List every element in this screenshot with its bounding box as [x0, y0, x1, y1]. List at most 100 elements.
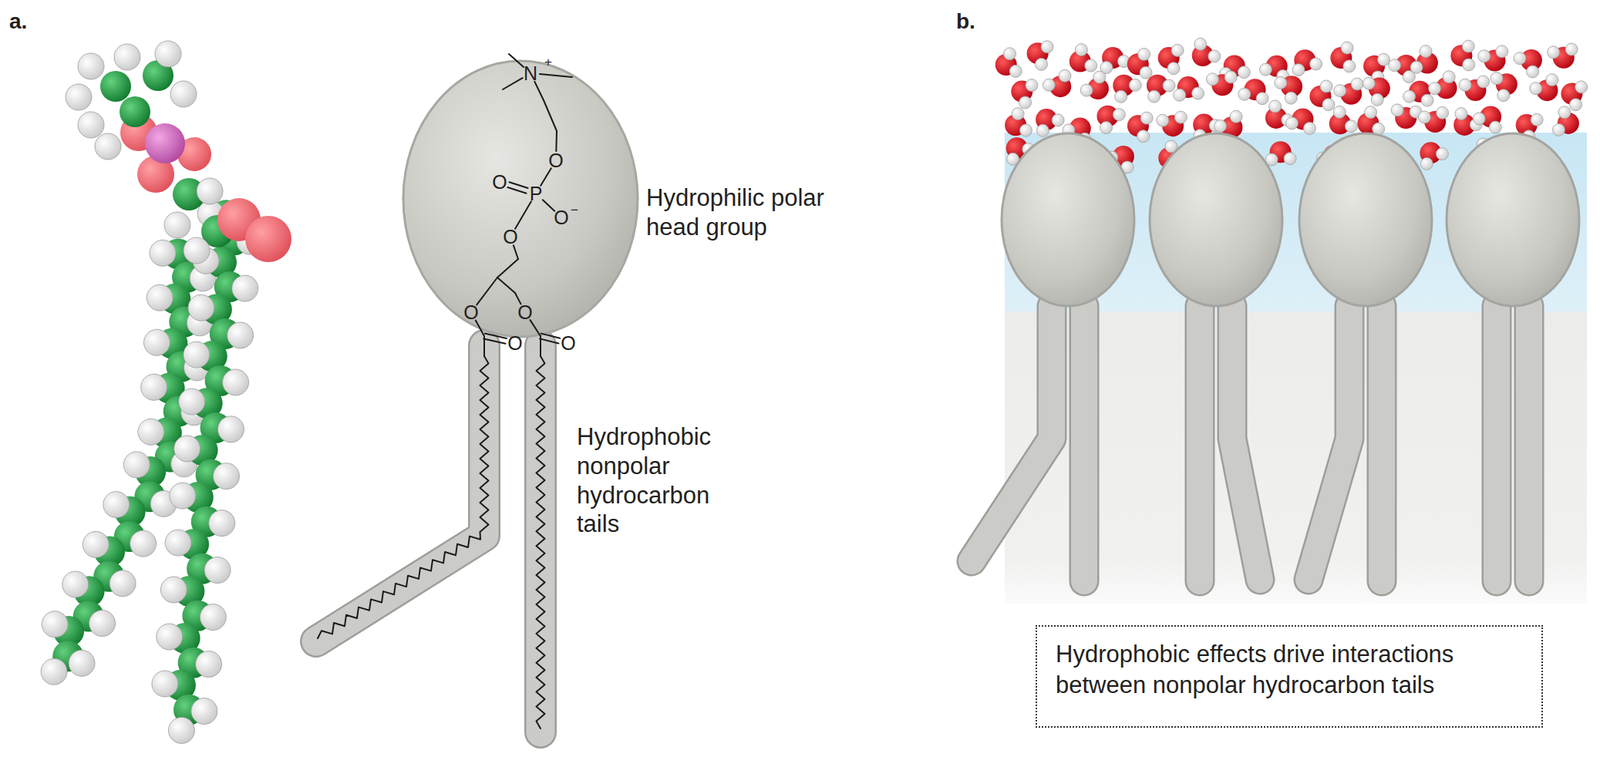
water-molecule: [1238, 78, 1269, 105]
panel-label: b.: [956, 9, 976, 34]
hydrogen-atom: [1148, 90, 1161, 103]
carbon-atom: [100, 70, 132, 102]
annotation-text: Hydrophobic nonpolar hydrocarbon tails: [576, 422, 739, 539]
hydrogen-atom: [1419, 45, 1432, 58]
hydrogen-atom: [1320, 80, 1333, 93]
tail-outline: [524, 345, 557, 733]
hydrogen-atom: [1350, 77, 1364, 91]
hydrogen-atom: [191, 698, 218, 725]
hydrogen-atom: [1080, 84, 1093, 97]
hydrogen-atom: [141, 373, 168, 401]
hydrogen-atom: [1513, 52, 1526, 65]
tail-outline: [316, 345, 485, 642]
hydrogen-atom: [1009, 64, 1022, 78]
hydrogen-atom: [1114, 90, 1128, 103]
hydrogen-atom: [174, 435, 201, 462]
hydrogen-atom: [149, 239, 176, 267]
lipid-tails: [316, 345, 541, 733]
water-molecule: [1419, 141, 1449, 170]
hydrogen-atom: [204, 557, 231, 584]
hydrogen-atom: [1497, 89, 1510, 102]
hydrogen-atom: [1025, 79, 1038, 92]
hydrogen-atom: [1310, 57, 1323, 71]
water-molecule: [1391, 104, 1422, 129]
hydrogen-atom: [1162, 79, 1176, 92]
hydrogen-atom: [1436, 106, 1449, 119]
hydrogen-atom: [1472, 112, 1486, 125]
hydrogen-atom: [1333, 84, 1347, 98]
hydrogen-atom: [165, 529, 192, 556]
water-molecule: [1428, 70, 1458, 100]
water-molecule: [1547, 43, 1579, 69]
hydrocarbon-tail: [1515, 306, 1543, 582]
hydrogen-atom: [183, 237, 210, 264]
hydrocarbon-tail: [1232, 306, 1260, 580]
hydrogen-atom: [1238, 87, 1251, 101]
oxygen-atom: [245, 215, 292, 263]
hydrogen-atom: [1138, 47, 1151, 61]
hydrogen-atom: [1128, 78, 1142, 91]
hydrogen-atom: [156, 623, 183, 651]
hydrogen-atom: [170, 80, 197, 108]
water-molecule: [1458, 75, 1489, 102]
water-molecule: [1156, 111, 1188, 137]
hydrogen-atom: [195, 651, 223, 678]
space-filling-model: [40, 40, 292, 744]
hydrogen-atom: [1140, 111, 1153, 125]
hydrogen-atom: [138, 418, 165, 445]
hydrogen-atom: [1229, 110, 1243, 123]
hydrogen-atom: [151, 670, 179, 698]
hydrogen-atom: [1403, 90, 1416, 103]
water-molecule: [1035, 108, 1065, 137]
hydrogen-atom: [123, 451, 150, 479]
water-molecule: [1357, 106, 1385, 136]
bond-line: [515, 201, 532, 229]
tail-outline: [1308, 306, 1350, 580]
double-bond-line: [508, 181, 528, 189]
tail-outline: [1069, 306, 1100, 582]
atom-symbol: O: [560, 333, 576, 354]
hydrogen-atom: [208, 510, 236, 537]
hydrogen-atom: [196, 178, 223, 205]
hydrogen-atom: [1040, 40, 1054, 54]
hydrogen-atom: [1269, 100, 1282, 113]
hydrogen-atom: [1477, 75, 1490, 88]
hydrogen-atom: [77, 53, 105, 80]
water-molecule: [1080, 70, 1109, 100]
water-molecule: [1285, 107, 1316, 135]
water-molecule: [1042, 69, 1072, 98]
bond-line: [530, 320, 541, 337]
water-molecule: [1127, 111, 1153, 142]
hydrogen-atom: [41, 611, 68, 638]
hydrogen-atom: [1174, 111, 1187, 124]
double-bond-line: [483, 338, 506, 344]
hydrogen-atom: [1428, 82, 1442, 95]
water-molecule: [1403, 80, 1434, 107]
hydrocarbon-tail: [1368, 306, 1395, 582]
water-molecule: [1450, 40, 1475, 71]
hydrogen-atom: [1495, 45, 1509, 58]
bond-line: [542, 199, 556, 212]
water-molecule: [1410, 45, 1439, 75]
hydrogen-atom: [1388, 59, 1402, 72]
panel-label: a.: [9, 9, 27, 34]
head-group: [1299, 133, 1432, 307]
water-molecule: [1478, 45, 1509, 72]
water-molecule: [995, 47, 1022, 78]
water-molecule: [1330, 41, 1355, 73]
water-molecule: [1333, 77, 1364, 105]
atom-symbol: O: [553, 208, 569, 228]
hydrogen-atom: [1292, 64, 1305, 77]
bond-line: [497, 277, 516, 294]
bond-line: [483, 336, 486, 357]
hydrogen-atom: [89, 610, 116, 637]
head-group: [1446, 133, 1580, 307]
phosphorus-atom: [144, 123, 186, 164]
water-molecule: [1097, 105, 1126, 135]
hydrogen-atom: [1421, 94, 1434, 107]
hydrogen-atom: [1529, 82, 1543, 95]
tail-outline: [1185, 306, 1216, 582]
hydrogen-atom: [1340, 41, 1354, 54]
atom-symbol: P: [529, 184, 543, 204]
